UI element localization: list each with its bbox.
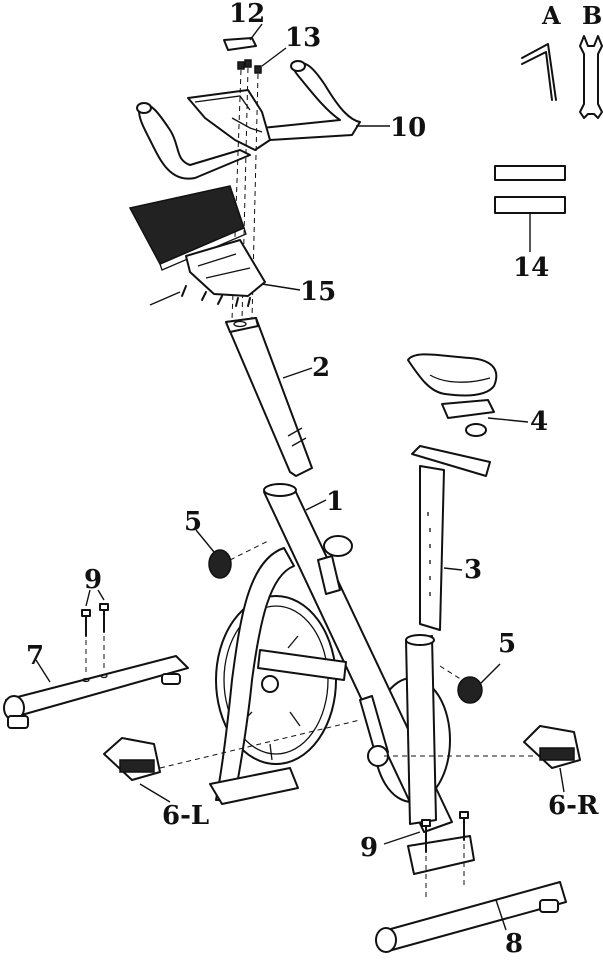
part-label-7: 7 [26, 641, 44, 671]
open-end-wrench-icon [579, 35, 603, 119]
part-label-9-rear: 9 [360, 833, 378, 863]
rear-stabilizer [375, 881, 567, 953]
part-label-4: 4 [530, 407, 548, 437]
part-13-pads [494, 165, 566, 252]
part-label-10: 10 [390, 113, 426, 143]
part-label-9-front: 9 [84, 565, 102, 595]
knob-front [195, 529, 271, 579]
part-label-14: 15 [300, 277, 336, 307]
part-label-2: 2 [312, 353, 330, 383]
part-label-5-rear: 5 [498, 629, 516, 659]
bolts-rear [383, 811, 469, 900]
front-stabilizer [3, 655, 189, 729]
part-label-6r: 6-R [548, 791, 599, 821]
part-label-5-front: 5 [184, 507, 202, 537]
console-tray [128, 185, 301, 307]
saddle [407, 353, 529, 437]
handlebar [136, 60, 390, 180]
part-label-12: 13 [285, 23, 321, 53]
handlebar-post [225, 317, 313, 477]
tool-label-a: A [541, 1, 561, 30]
part-label-13: 14 [513, 253, 549, 283]
part-11-cover [223, 23, 263, 51]
bolts-front [81, 589, 109, 676]
pedal-right [384, 725, 581, 793]
part-label-3: 3 [464, 555, 482, 585]
knob-rear [439, 663, 501, 704]
part-15-screws [149, 285, 251, 307]
allen-key-icon [521, 43, 557, 101]
pedal-left [103, 719, 361, 803]
main-frame [209, 483, 475, 875]
part-label-6l: 6-L [162, 801, 209, 831]
part-label-11: 12 [229, 0, 265, 29]
tool-label-b: B [582, 1, 602, 30]
part-label-8: 8 [505, 929, 523, 959]
seat-post [411, 445, 491, 631]
part-label-1: 1 [326, 487, 344, 517]
